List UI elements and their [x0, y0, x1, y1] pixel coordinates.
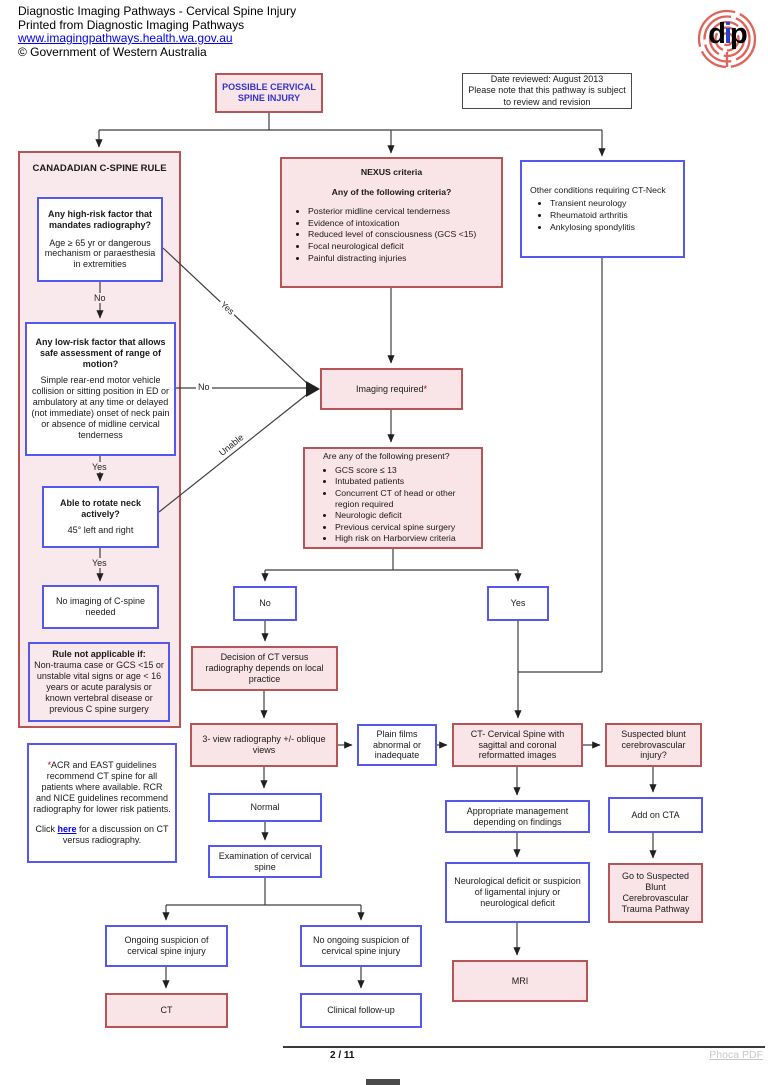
mri-box: MRI: [452, 960, 588, 1002]
nexus-bullet: Posterior midline cervical tenderness: [308, 206, 476, 217]
present-bullet: Intubated patients: [335, 476, 477, 487]
date-reviewed-box: Date reviewed: August 2013 Please note t…: [462, 73, 632, 109]
imaging-required-box: Imaging required*: [320, 368, 463, 410]
add-on-cta-box: Add on CTA: [608, 797, 703, 833]
phoca-pdf-link[interactable]: Phoca PDF: [709, 1049, 763, 1061]
footer-divider: [283, 1046, 765, 1048]
review-note-text: Please note that this pathway is subject…: [468, 85, 626, 107]
examination-box: Examination of cervical spine: [208, 845, 322, 878]
page-bottom-mark: [366, 1079, 400, 1085]
normal-box: Normal: [208, 793, 322, 822]
dip-logo: dip: [694, 8, 760, 70]
imaging-required-asterisk: *: [423, 383, 428, 394]
clinical-followup-box: Clinical follow-up: [300, 993, 422, 1028]
logo-maze-icon: [697, 9, 757, 69]
ct-box: CT: [105, 993, 228, 1028]
no-imaging-needed-box: No imaging of C-spine needed: [42, 585, 159, 629]
other-conditions-bullet: Ankylosing spondylitis: [550, 222, 635, 233]
high-risk-factor-box: Any high-risk factor that mandates radio…: [37, 197, 163, 282]
other-conditions-bullet: Transient neurology: [550, 198, 635, 209]
rule-not-applicable-box: Rule not applicable if: Non-trauma case …: [28, 642, 170, 722]
edge-label-high-risk-yes: Yes: [217, 298, 238, 318]
appropriate-management-box: Appropriate management depending on find…: [445, 800, 590, 833]
present-bullet: High risk on Harborview criteria: [335, 533, 477, 544]
rotate-neck-box: Able to rotate neck actively? 45° left a…: [42, 486, 159, 548]
other-conditions-box: Other conditions requiring CT-Neck Trans…: [520, 160, 685, 258]
nexus-bullet: Focal neurological deficit: [308, 241, 476, 252]
low-risk-factor-box: Any low-risk factor that allows safe ass…: [25, 322, 176, 456]
present-criteria-box: Are any of the following present? GCS sc…: [303, 447, 483, 549]
page-number: 2 / 11: [330, 1050, 355, 1061]
present-criteria-list: GCS score ≤ 13 Intubated patients Concur…: [309, 464, 477, 545]
three-view-radiography-box: 3- view radiography +/- oblique views: [190, 723, 338, 767]
here-link[interactable]: here: [57, 823, 77, 834]
ongoing-suspicion-box: Ongoing suspicion of cervical spine inju…: [105, 925, 228, 967]
decision-local-practice-box: Decision of CT versus radiography depend…: [191, 646, 338, 691]
neurological-deficit-box: Neurological deficit or suspicion of lig…: [445, 862, 590, 923]
other-conditions-title: Other conditions requiring CT-Neck: [530, 184, 666, 195]
suspected-blunt-injury-box: Suspected blunt cerebrovascular injury?: [605, 723, 702, 767]
present-criteria-title: Are any of the following present?: [323, 451, 450, 462]
edge-label-yes-1: Yes: [90, 462, 109, 472]
canadian-rule-title: CANADADIAN C-SPINE RULE: [32, 163, 167, 174]
goto-trauma-pathway-box: Go to Suspected Blunt Cerebrovascular Tr…: [608, 863, 703, 923]
nexus-bullet: Painful distracting injuries: [308, 253, 476, 264]
present-bullet: Previous cervical spine surgery: [335, 522, 477, 533]
acr-guidelines-note-box: *ACR and EAST guidelines recommend CT sp…: [27, 743, 177, 863]
date-reviewed-text: Date reviewed: August 2013: [490, 74, 604, 85]
document-title: Diagnostic Imaging Pathways - Cervical S…: [18, 4, 297, 18]
copyright-line: © Government of Western Australia: [18, 44, 207, 59]
edge-label-rotate-unable: Unable: [215, 430, 248, 460]
nexus-title: NEXUS criteria: [360, 167, 423, 177]
nexus-bullet-list: Posterior midline cervical tenderness Ev…: [286, 205, 476, 264]
other-conditions-bullet: Rheumatoid arthritis: [550, 210, 635, 221]
click-here-line: Click here for a discussion on CT versus…: [35, 823, 169, 845]
printed-from-line: Printed from Diagnostic Imaging Pathways: [18, 17, 245, 32]
page-header: Diagnostic Imaging Pathways - Cervical S…: [18, 4, 297, 59]
present-bullet: Concurrent CT of head or other region re…: [335, 488, 477, 509]
edge-label-no: No: [92, 293, 108, 303]
present-bullet: GCS score ≤ 13: [335, 465, 477, 476]
branch-no-box: No: [233, 586, 297, 621]
nexus-question: Any of the following criteria?: [331, 186, 452, 197]
plain-films-box: Plain films abnormal or inadequate: [357, 724, 437, 766]
ct-cervical-spine-box: CT- Cervical Spine with sagittal and cor…: [452, 723, 583, 767]
edge-label-yes-2: Yes: [90, 558, 109, 568]
present-bullet: Neurologic deficit: [335, 510, 477, 521]
pathways-url-link[interactable]: www.imagingpathways.health.wa.gov.au: [18, 31, 233, 45]
nexus-criteria-box: NEXUS criteria Any of the following crit…: [280, 157, 503, 288]
no-ongoing-suspicion-box: No ongoing suspicion of cervical spine i…: [300, 925, 422, 967]
logo-letters: dip: [708, 18, 747, 50]
possible-cervical-spine-injury-box: POSSIBLE CERVICAL SPINE INJURY: [215, 73, 323, 113]
acr-note-text: *ACR and EAST guidelines recommend CT sp…: [33, 760, 171, 814]
other-conditions-list: Transient neurology Rheumatoid arthritis…: [530, 197, 635, 233]
edge-label-low-risk-no: No: [196, 382, 212, 392]
branch-yes-box: Yes: [487, 586, 549, 621]
nexus-bullet: Reduced level of consciousness (GCS <15): [308, 229, 476, 240]
nexus-bullet: Evidence of intoxication: [308, 218, 476, 229]
